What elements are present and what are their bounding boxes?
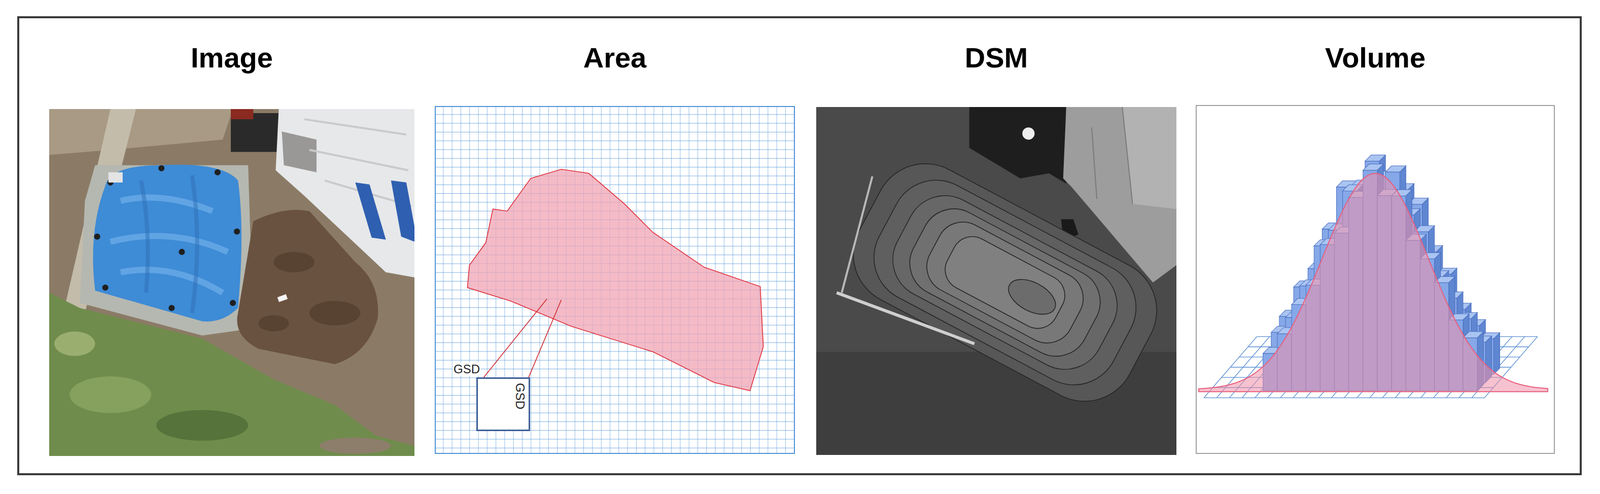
- bar-top: [1463, 331, 1484, 338]
- soil-texture: [258, 252, 361, 332]
- dimension-label: GSD: [452, 362, 481, 376]
- dsm-contours: [858, 164, 1153, 401]
- dsm-edges: [1091, 107, 1133, 204]
- dimension-label: GSD: [513, 381, 527, 411]
- truck-cab: [230, 109, 254, 120]
- solar-panel: [355, 182, 386, 240]
- grid-border: [435, 106, 795, 454]
- dsm-contours: [879, 182, 1131, 384]
- dsm-ground: [816, 107, 1177, 456]
- bar-top: [1365, 155, 1386, 162]
- dsm-wall: [836, 292, 975, 344]
- tarp-frame: [79, 165, 254, 336]
- blue-tarp: [92, 164, 242, 322]
- tires: [168, 304, 175, 311]
- volume-figure: [1195, 105, 1555, 455]
- building-wall: [282, 131, 317, 172]
- dsm-figure: [816, 107, 1177, 456]
- grid-ground: [434, 106, 795, 455]
- dsm-dark: [969, 107, 1067, 184]
- dirt-patch: [319, 437, 392, 455]
- leader-line: [483, 298, 548, 378]
- soil-texture: [273, 252, 315, 273]
- dsm-building-high: [1122, 107, 1177, 210]
- panel: DSM: [816, 40, 1177, 456]
- panel-title: DSM: [816, 40, 1177, 75]
- dsm-contours: [835, 145, 1175, 420]
- dsm-wall: [841, 176, 873, 293]
- outer-frame: [18, 17, 1581, 475]
- gsd-cell: GSDGSD: [476, 377, 531, 432]
- grass-patch: [156, 409, 249, 441]
- dsm-contours: [835, 145, 1175, 420]
- road: [49, 109, 233, 156]
- small-object: [108, 172, 123, 183]
- tires: [158, 165, 165, 172]
- tires: [178, 249, 185, 256]
- panel-title: Image: [49, 40, 415, 75]
- tarp-folds: [141, 175, 198, 314]
- dsm-contours: [937, 229, 1072, 336]
- ground: [49, 109, 415, 457]
- soil-pile: [236, 210, 378, 365]
- pile-footprint: [467, 169, 763, 392]
- dsm-contours: [898, 197, 1112, 368]
- tires: [93, 165, 240, 312]
- grass-patch: [69, 376, 152, 413]
- volume-frame: [1196, 105, 1555, 454]
- solar-panel: [391, 180, 415, 242]
- pixel-grid: [434, 106, 795, 455]
- panel: Volume: [1195, 40, 1555, 455]
- aerial-photo: [49, 109, 415, 457]
- panel: Image: [49, 40, 415, 457]
- tarp-streaks: [110, 197, 228, 293]
- bar-top: [1363, 164, 1384, 171]
- panel-title: Area: [434, 40, 795, 75]
- bar-top: [1385, 165, 1406, 172]
- soil-texture: [309, 300, 361, 326]
- bar-side: [1493, 332, 1500, 375]
- leader-line: [528, 299, 562, 378]
- grass-patch: [54, 331, 95, 357]
- tires: [229, 299, 236, 306]
- panel: AreaGSDGSD: [434, 40, 795, 455]
- dsm-bright-dot: [1022, 127, 1035, 140]
- surface-curve: [1198, 173, 1548, 392]
- surface-fill: [1198, 173, 1548, 392]
- tires: [93, 233, 100, 240]
- tires: [233, 228, 240, 235]
- white-paper: [277, 294, 288, 303]
- soil-texture: [258, 315, 289, 332]
- dsm-contours: [1002, 272, 1062, 322]
- tires: [102, 284, 109, 291]
- panel-title: Volume: [1195, 40, 1555, 75]
- tires: [214, 169, 221, 176]
